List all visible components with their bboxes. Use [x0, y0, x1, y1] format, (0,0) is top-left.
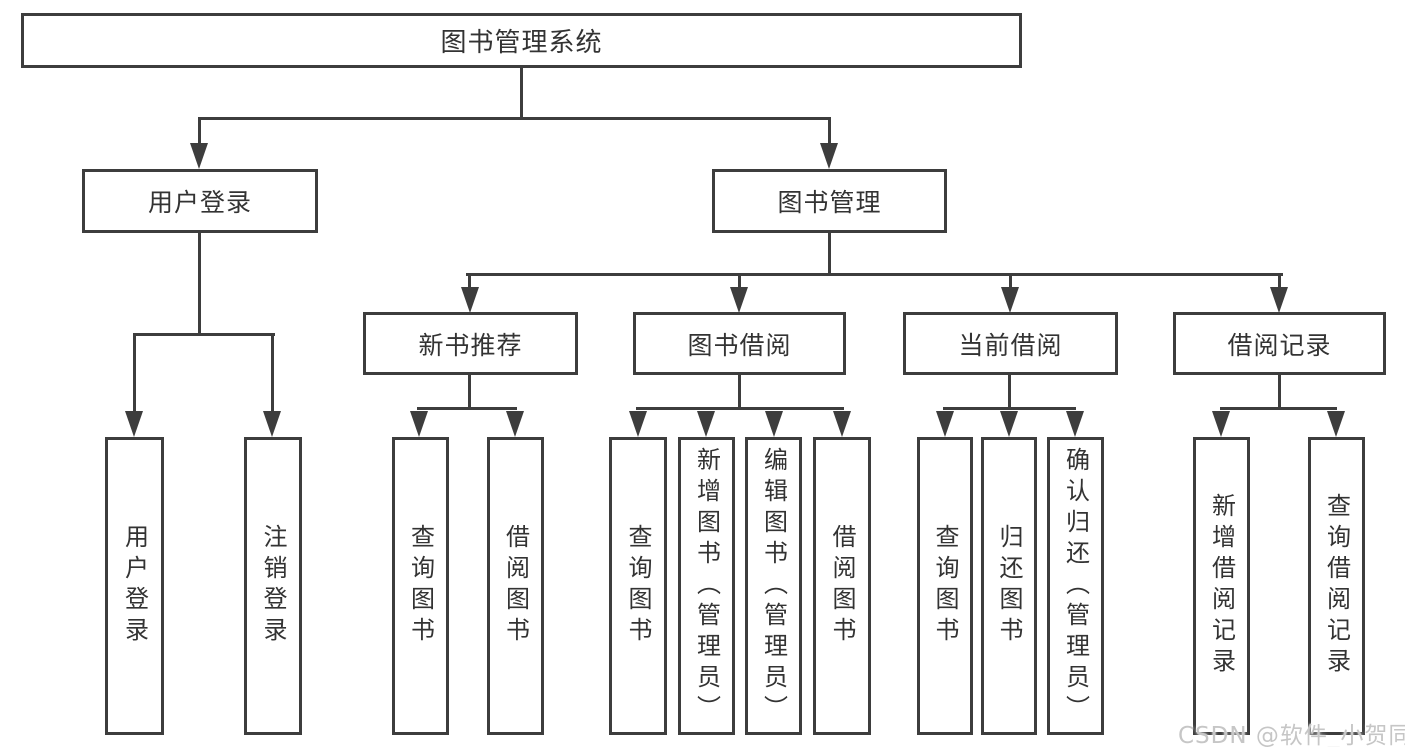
leaf-user-login: 用户登录 [105, 437, 164, 735]
node-new-book-recommendation: 新书推荐 [363, 312, 578, 375]
connector-line [828, 117, 831, 147]
node-label: 图书借阅 [687, 330, 792, 360]
arrowhead-down-icon [1327, 411, 1345, 437]
arrowhead-down-icon [263, 411, 281, 437]
node-library-management-system: 图书管理系统 [21, 13, 1022, 68]
leaf-label: 查询图书 [406, 524, 435, 648]
leaf-label: 用户登录 [120, 524, 149, 648]
arrowhead-down-icon [730, 287, 748, 313]
leaf-label: 新增借阅记录 [1207, 493, 1236, 679]
leaf-logout: 注销登录 [244, 437, 302, 735]
connector-line [636, 407, 844, 410]
connector-line [198, 117, 831, 120]
arrowhead-down-icon [1066, 411, 1084, 437]
connector-line [271, 333, 274, 413]
connector-line [1009, 273, 1012, 289]
leaf-label: 确认归还（管理员） [1061, 446, 1090, 726]
watermark-csdn: CSDN @软件_小贺同学 [1178, 723, 1405, 747]
leaf-label: 归还图书 [995, 524, 1023, 648]
leaf-borrow-books-recommendation: 借阅图书 [487, 437, 544, 735]
connector-line [738, 375, 741, 410]
leaf-query-books-recommendation: 查询图书 [392, 437, 449, 735]
node-user-login: 用户登录 [82, 169, 318, 233]
leaf-label: 注销登录 [259, 524, 287, 648]
arrowhead-down-icon [410, 411, 428, 437]
connector-line [520, 65, 523, 120]
connector-line [417, 407, 517, 410]
arrowhead-down-icon [820, 143, 838, 169]
connector-line [468, 375, 471, 410]
connector-line [133, 333, 275, 336]
connector-line [468, 273, 471, 289]
leaf-add-borrow-record: 新增借阅记录 [1193, 437, 1250, 735]
arrowhead-down-icon [506, 411, 524, 437]
connector-line [1008, 375, 1011, 410]
arrowhead-down-icon [936, 411, 954, 437]
arrowhead-down-icon [629, 411, 647, 437]
arrowhead-down-icon [833, 411, 851, 437]
arrowhead-down-icon [461, 287, 479, 313]
arrowhead-down-icon [1270, 287, 1288, 313]
node-label: 借阅记录 [1227, 330, 1332, 360]
arrowhead-down-icon [1212, 411, 1230, 437]
node-borrowing-records: 借阅记录 [1173, 312, 1386, 375]
arrowhead-down-icon [190, 143, 208, 169]
arrowhead-down-icon [765, 411, 783, 437]
leaf-label: 新增图书（管理员） [692, 446, 721, 726]
arrowhead-down-icon [1001, 287, 1019, 313]
node-label: 图书管理系统 [440, 28, 603, 58]
leaf-label: 查询图书 [624, 524, 652, 648]
connector-line [1278, 375, 1281, 410]
connector-line [1220, 407, 1337, 410]
connector-line [466, 273, 1283, 276]
connector-line [738, 273, 741, 289]
node-label: 新书推荐 [418, 330, 523, 360]
leaf-label: 查询借阅记录 [1322, 493, 1351, 679]
connector-line [133, 333, 136, 413]
node-label: 用户登录 [147, 188, 252, 217]
connector-line [1278, 273, 1281, 289]
leaf-label: 查询图书 [931, 524, 959, 648]
arrowhead-down-icon [697, 411, 715, 437]
leaf-edit-books-admin: 编辑图书（管理员） [745, 437, 802, 735]
leaf-label: 编辑图书（管理员） [759, 446, 788, 726]
leaf-add-books-admin: 新增图书（管理员） [678, 437, 735, 735]
leaf-query-books-borrowing: 查询图书 [609, 437, 667, 735]
leaf-query-borrow-record: 查询借阅记录 [1308, 437, 1365, 735]
connector-line [198, 233, 201, 336]
node-label: 当前借阅 [958, 330, 1063, 360]
leaf-confirm-return-admin: 确认归还（管理员） [1047, 437, 1104, 735]
node-book-borrowing: 图书借阅 [633, 312, 846, 375]
leaf-label: 借阅图书 [828, 524, 856, 648]
arrowhead-down-icon [1000, 411, 1018, 437]
leaf-return-books: 归还图书 [981, 437, 1037, 735]
leaf-label: 借阅图书 [501, 524, 530, 648]
leaf-query-books-current: 查询图书 [917, 437, 973, 735]
node-book-management: 图书管理 [712, 169, 947, 233]
node-label: 图书管理 [777, 188, 882, 217]
connector-line [943, 407, 1076, 410]
leaf-borrow-books-borrowing: 借阅图书 [813, 437, 871, 735]
connector-line [198, 117, 201, 147]
node-current-borrowing: 当前借阅 [903, 312, 1118, 375]
connector-line [828, 233, 831, 276]
arrowhead-down-icon [125, 411, 143, 437]
